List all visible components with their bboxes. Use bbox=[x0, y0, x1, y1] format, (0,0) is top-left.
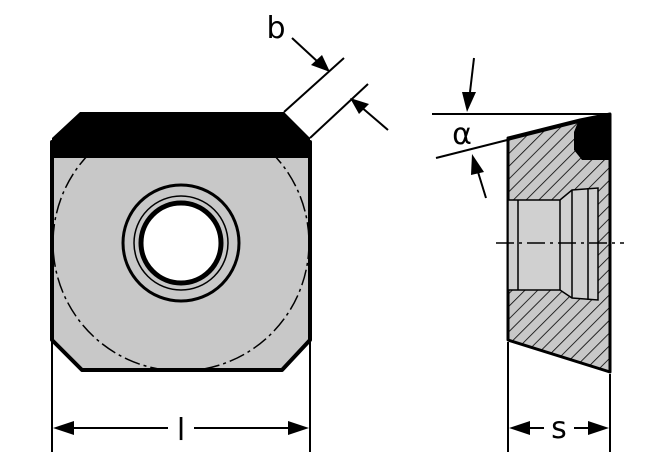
alpha-leader-lower bbox=[477, 171, 487, 199]
l-arrow-left bbox=[53, 421, 74, 435]
length-label: l bbox=[177, 413, 185, 448]
thickness-label: s bbox=[551, 411, 567, 446]
center-hole bbox=[138, 200, 224, 286]
alpha-reference-flank bbox=[435, 113, 611, 159]
b-arrow-lower bbox=[350, 98, 369, 114]
b-extension-lower bbox=[309, 83, 369, 139]
bore bbox=[507, 187, 599, 301]
chamfer-width-label: b bbox=[266, 11, 285, 46]
clearance-angle-label: α bbox=[452, 117, 472, 152]
l-arrow-right bbox=[288, 421, 309, 435]
b-leader-upper bbox=[291, 37, 319, 63]
insert-top-view: l b bbox=[50, 11, 389, 452]
alpha-arrow-upper bbox=[462, 92, 476, 112]
s-arrow-right bbox=[588, 421, 609, 435]
b-arrow-upper bbox=[311, 55, 330, 72]
b-leader-lower bbox=[359, 105, 389, 131]
s-arrow-left bbox=[509, 421, 530, 435]
insert-side-view: α s bbox=[432, 57, 624, 452]
countersink-ring bbox=[121, 183, 241, 303]
alpha-arrow-lower bbox=[471, 154, 484, 175]
alpha-leader-upper bbox=[469, 57, 475, 93]
b-extension-upper bbox=[283, 57, 345, 113]
side-cutting-edge bbox=[574, 114, 610, 160]
cutting-edge-band bbox=[52, 112, 310, 158]
countersink-inner bbox=[133, 195, 229, 291]
inscribed-circle bbox=[52, 142, 310, 370]
